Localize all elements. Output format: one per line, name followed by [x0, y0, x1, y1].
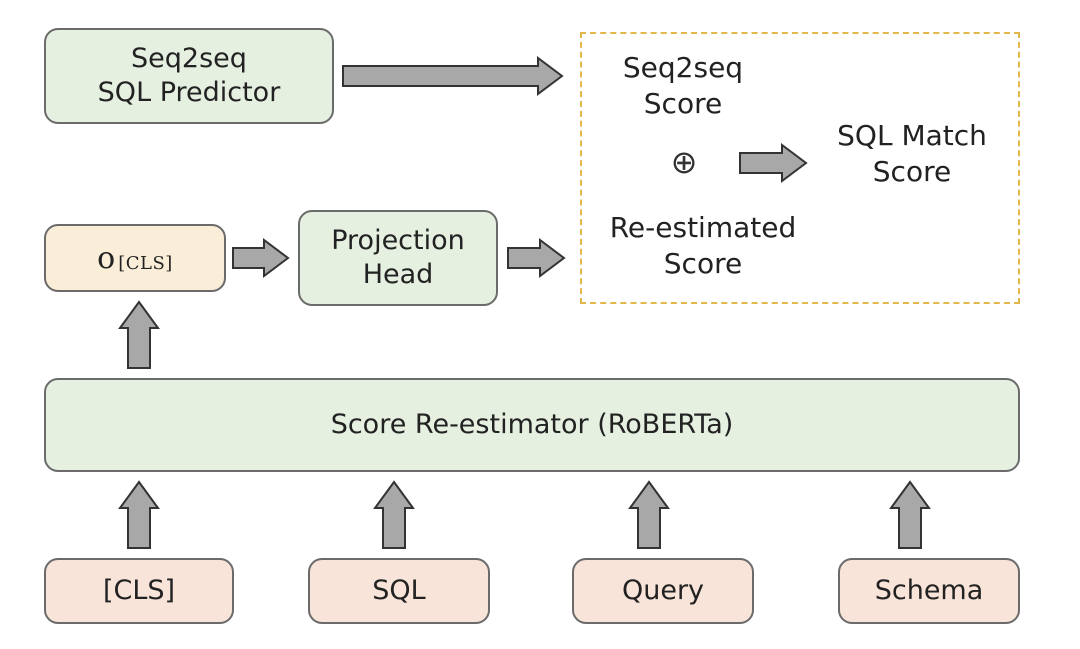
- reestimated-score-label: Re-estimated Score: [609, 211, 797, 280]
- o-cls-box: o[CLS]: [44, 224, 226, 292]
- seq2seq-predictor-label: Seq2seq SQL Predictor: [97, 43, 281, 108]
- arrow-to-match-score: [739, 143, 808, 183]
- input-query-label: Query: [621, 575, 705, 606]
- arrow-projection-to-score: [507, 238, 566, 278]
- arrow-ocls-to-projection: [232, 238, 290, 278]
- arrow-sql-up: [373, 480, 415, 549]
- score-panel: [580, 32, 1020, 304]
- input-schema-label: Schema: [874, 575, 984, 606]
- o-cls-subscript: [CLS]: [118, 252, 173, 274]
- projection-head-label: Projection Head: [331, 225, 465, 290]
- input-schema-box: Schema: [838, 558, 1020, 624]
- plus-symbol: ⊕: [670, 143, 698, 181]
- o-cls-symbol: o: [97, 240, 116, 276]
- input-cls-label: [CLS]: [102, 575, 176, 606]
- score-reestimator-box: Score Re-estimator (RoBERTa): [44, 378, 1020, 472]
- sql-match-score-label: SQL Match Score: [837, 119, 987, 188]
- input-query-box: Query: [572, 558, 754, 624]
- seq2seq-predictor-box: Seq2seq SQL Predictor: [44, 28, 334, 124]
- input-sql-box: SQL: [308, 558, 490, 624]
- arrow-schema-up: [889, 480, 931, 549]
- seq2seq-score-label: Seq2seq Score: [622, 51, 744, 120]
- arrow-predictor-to-score: [342, 56, 564, 96]
- arrow-cls-up: [118, 480, 160, 549]
- input-sql-label: SQL: [372, 575, 426, 606]
- arrow-query-up: [628, 480, 670, 549]
- projection-head-box: Projection Head: [298, 210, 498, 306]
- input-cls-box: [CLS]: [44, 558, 234, 624]
- arrow-reestimator-to-ocls: [118, 300, 160, 369]
- score-reestimator-label: Score Re-estimator (RoBERTa): [330, 409, 734, 440]
